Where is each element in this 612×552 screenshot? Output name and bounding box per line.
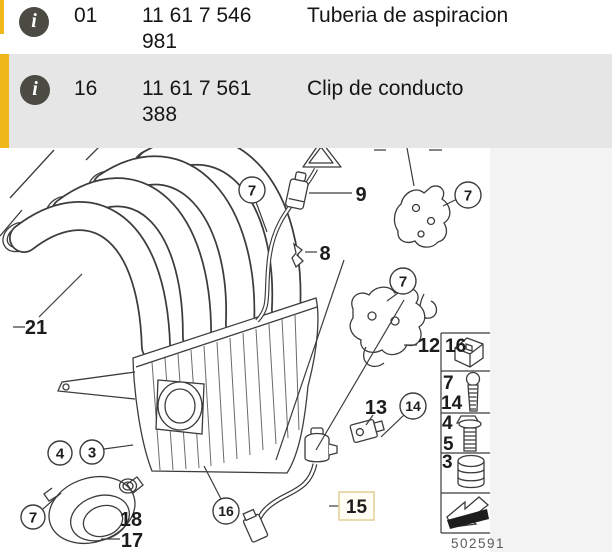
callout-17[interactable]: 17 <box>121 530 143 552</box>
callout-12[interactable]: 12 <box>418 335 440 357</box>
actuator-part-17 <box>43 476 144 544</box>
callout-label[interactable]: 4 <box>56 446 65 463</box>
part-number-line1: 11 61 7 561 <box>142 77 252 100</box>
leader-lines <box>13 148 458 540</box>
side-area <box>490 148 612 552</box>
legend-label-7[interactable]: 7 <box>443 373 454 394</box>
circled-callouts: 7 7 7 14 4 3 7 16 <box>20 176 482 530</box>
parts-list-row-01[interactable]: i 01 11 61 7 546 981 Tuberia de aspiraci… <box>0 0 612 54</box>
info-icon[interactable]: i <box>20 75 50 105</box>
row-highlight-bar <box>0 54 9 148</box>
parts-diagram: 7 7 7 14 4 3 7 16 21 9 8 12 13 18 17 <box>0 148 612 552</box>
flange-bolt-icon <box>455 415 482 452</box>
part-number-line2: 981 <box>142 30 178 53</box>
callout-circle-4[interactable]: 4 <box>47 440 73 466</box>
plenum-body <box>57 297 319 474</box>
parts-list-row-16[interactable]: i 16 11 61 7 561 388 Clip de conducto <box>0 54 612 148</box>
callout-label[interactable]: 3 <box>88 445 96 462</box>
legend-label-4[interactable]: 4 <box>442 413 453 434</box>
part-number: 11 61 7 546 981 <box>142 3 272 55</box>
intake-manifold-drawing: 7 7 7 14 4 3 7 16 21 9 8 12 13 18 17 <box>0 148 612 552</box>
callout-18[interactable]: 18 <box>120 509 142 531</box>
rubber-grommet-icon <box>457 454 485 489</box>
callout-circle-7[interactable]: 7 <box>454 181 482 209</box>
info-icon[interactable]: i <box>19 7 49 37</box>
callout-circle-16[interactable]: 16 <box>212 497 240 525</box>
part-number: 11 61 7 561 388 <box>142 76 272 128</box>
callout-label[interactable]: 15 <box>346 497 368 518</box>
callout-9[interactable]: 9 <box>355 184 366 206</box>
bracket-upper <box>393 185 451 319</box>
part-number-line1: 11 61 7 546 <box>142 4 252 27</box>
direction-arrow-icon <box>446 496 490 529</box>
callout-circle-7[interactable]: 7 <box>238 176 266 204</box>
callout-circle-7[interactable]: 7 <box>20 504 46 530</box>
o-ring-part-18 <box>118 478 138 494</box>
callout-21[interactable]: 21 <box>25 317 47 339</box>
callout-label[interactable]: 16 <box>218 503 234 519</box>
pipe-clip-icon <box>454 337 484 368</box>
callout-13[interactable]: 13 <box>365 397 387 419</box>
mount-foot <box>57 371 136 400</box>
screw-icon <box>465 371 481 412</box>
flange-edge-lines <box>0 148 99 237</box>
callout-circle-14[interactable]: 14 <box>399 392 427 420</box>
legend-label-3[interactable]: 3 <box>442 452 453 473</box>
legend-label-14[interactable]: 14 <box>441 393 463 414</box>
callout-label[interactable]: 14 <box>405 398 421 414</box>
callout-label[interactable]: 7 <box>464 188 472 205</box>
legend-column-grid <box>440 332 490 534</box>
position-number: 16 <box>74 77 98 100</box>
callout-label[interactable]: 7 <box>29 510 37 527</box>
part-description: Clip de conducto <box>307 77 464 100</box>
part-description: Tuberia de aspiracion <box>307 4 509 27</box>
position-number: 01 <box>74 4 98 27</box>
part-number-line2: 388 <box>142 103 178 126</box>
callout-8[interactable]: 8 <box>319 243 330 265</box>
callout-circle-7[interactable]: 7 <box>389 267 417 295</box>
legend-label-16[interactable]: 16 <box>445 336 466 357</box>
drawing-number: 502591 <box>451 536 505 551</box>
bracket-part-12 <box>349 286 426 368</box>
sensor-part-9 <box>285 171 309 210</box>
highlighted-callout-15[interactable]: 15 <box>338 491 375 521</box>
clip-part-8 <box>291 242 304 269</box>
legend-label-5[interactable]: 5 <box>443 434 454 455</box>
sensor-part-13 <box>349 419 385 444</box>
callout-circle-3[interactable]: 3 <box>79 439 105 465</box>
warning-triangle-icon <box>302 148 342 168</box>
callout-label[interactable]: 7 <box>248 183 256 200</box>
row-highlight-bar <box>0 0 4 34</box>
callout-label[interactable]: 7 <box>399 274 407 291</box>
vent-valve-part-15 <box>242 427 338 543</box>
